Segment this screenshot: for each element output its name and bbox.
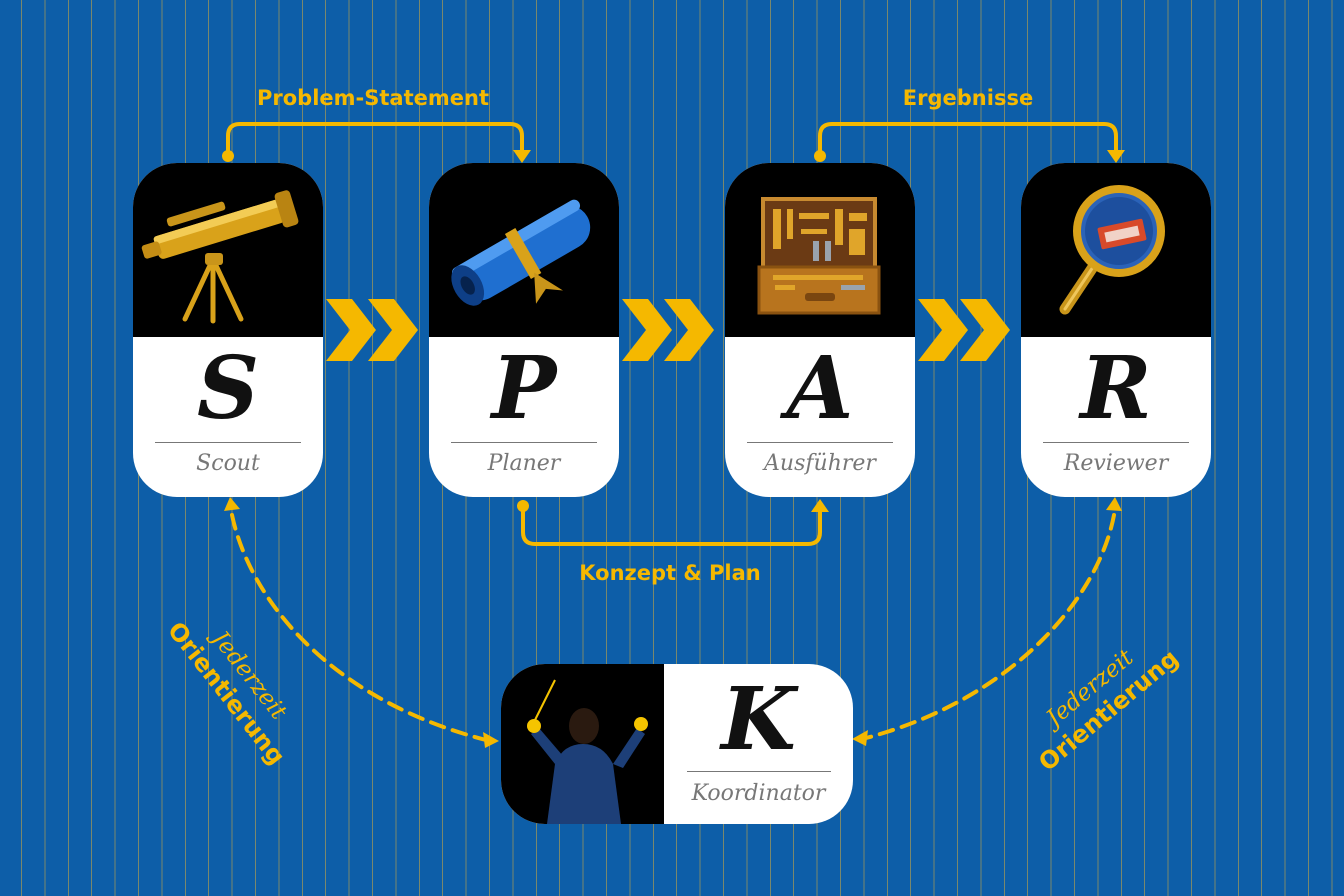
blueprint-roll-icon	[429, 163, 619, 337]
divider	[155, 442, 301, 443]
divider	[687, 771, 831, 772]
card-letter: P	[429, 339, 619, 439]
double-chevron-icon	[620, 297, 720, 363]
card-role: Koordinator	[664, 781, 853, 806]
flow-line-ergebnisse	[820, 124, 1116, 156]
flow-label-ergebnisse: Ergebnisse	[903, 86, 1033, 110]
magnifier-icon	[1021, 163, 1211, 337]
card-planer: P Planer	[429, 163, 619, 497]
double-chevron-icon	[324, 297, 424, 363]
flow-line-problem-statement	[228, 124, 522, 156]
flow-label-problem-statement: Problem-Statement	[257, 86, 489, 110]
card-role: Planer	[429, 451, 619, 476]
card-role: Reviewer	[1021, 451, 1211, 476]
telescope-icon	[133, 163, 323, 337]
card-role: Ausführer	[725, 451, 915, 476]
conductor-icon	[501, 664, 664, 824]
flow-label-konzept-plan: Konzept & Plan	[579, 561, 760, 585]
card-letter: K	[664, 666, 853, 774]
divider	[747, 442, 893, 443]
card-reviewer: R Reviewer	[1021, 163, 1211, 497]
card-letter: S	[133, 339, 323, 439]
toolbox-icon	[725, 163, 915, 337]
card-role: Scout	[133, 451, 323, 476]
divider	[451, 442, 597, 443]
divider	[1043, 442, 1189, 443]
card-letter: A	[725, 339, 915, 439]
card-scout: S Scout	[133, 163, 323, 497]
card-ausfuehrer: A Ausführer	[725, 163, 915, 497]
card-koordinator: K Koordinator	[501, 664, 853, 824]
double-chevron-icon	[916, 297, 1016, 363]
flow-line-konzept-plan	[523, 506, 820, 544]
card-letter: R	[1021, 339, 1211, 439]
